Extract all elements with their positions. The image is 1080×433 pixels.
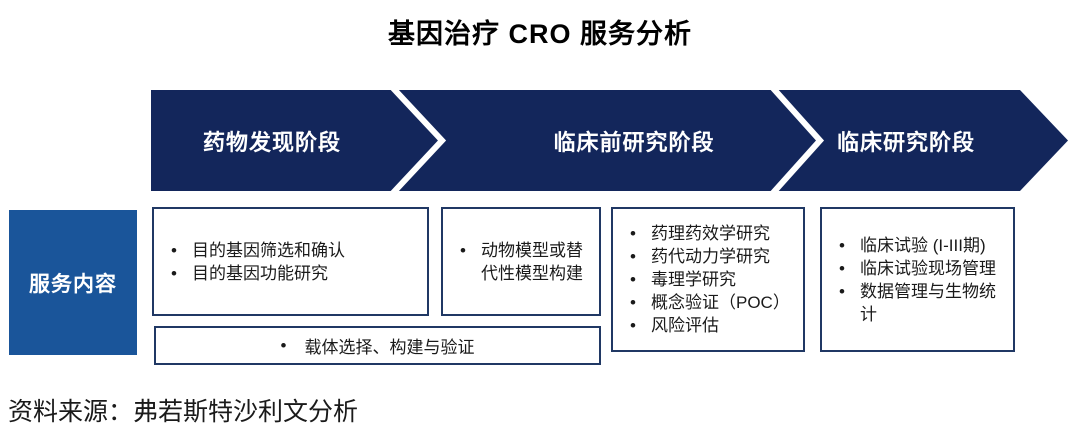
service-box-preclinical: 药理药效学研究 药代动力学研究 毒理学研究 概念验证（POC） 风险评估 xyxy=(611,207,805,352)
service-box-clinical: 临床试验 (I-III期) 临床试验现场管理 数据管理与生物统计 xyxy=(820,207,1015,352)
service-list: 目的基因筛选和确认 目的基因功能研究 xyxy=(154,209,427,314)
service-box-drug-discovery: 目的基因筛选和确认 目的基因功能研究 xyxy=(152,207,429,316)
stage-label-drug-discovery: 药物发现阶段 xyxy=(202,129,342,155)
list-item: 载体选择、构建与验证 xyxy=(304,338,475,357)
list-item: 毒理学研究 xyxy=(625,268,797,291)
list-item: 风险评估 xyxy=(625,314,797,337)
figure-title: 基因治疗 CRO 服务分析 xyxy=(387,19,692,49)
service-list: 药理药效学研究 药代动力学研究 毒理学研究 概念验证（POC） 风险评估 xyxy=(613,209,803,350)
bullet-icon: • xyxy=(280,335,287,355)
service-box-animal-model: 动物模型或替代性模型构建 xyxy=(441,207,601,316)
list-item: 数据管理与生物统计 xyxy=(834,280,1007,326)
service-list: 临床试验 (I-III期) 临床试验现场管理 数据管理与生物统计 xyxy=(822,209,1013,350)
source-note: 资料来源：弗若斯特沙利文分析 xyxy=(8,398,359,426)
list-item: 目的基因筛选和确认 xyxy=(166,239,421,262)
service-list: 动物模型或替代性模型构建 xyxy=(443,209,599,314)
chevron-separator-icon xyxy=(151,90,1068,191)
stage-arrow-banner: 药物发现阶段 临床前研究阶段 临床研究阶段 xyxy=(151,90,1068,191)
stage-label-clinical: 临床研究阶段 xyxy=(836,129,976,155)
list-item: 临床试验现场管理 xyxy=(834,257,1007,280)
list-item: 临床试验 (I-III期) xyxy=(834,234,1007,257)
list-item: 概念验证（POC） xyxy=(625,291,797,314)
list-item: 目的基因功能研究 xyxy=(166,262,421,285)
service-content-label-box: 服务内容 xyxy=(9,210,137,355)
service-content-label: 服务内容 xyxy=(29,272,117,296)
list-item: 药理药效学研究 xyxy=(625,222,797,245)
list-item: 药代动力学研究 xyxy=(625,245,797,268)
service-box-vector: • 载体选择、构建与验证 xyxy=(154,326,601,365)
list-item: 动物模型或替代性模型构建 xyxy=(455,239,593,285)
stage-label-preclinical: 临床前研究阶段 xyxy=(553,129,715,155)
